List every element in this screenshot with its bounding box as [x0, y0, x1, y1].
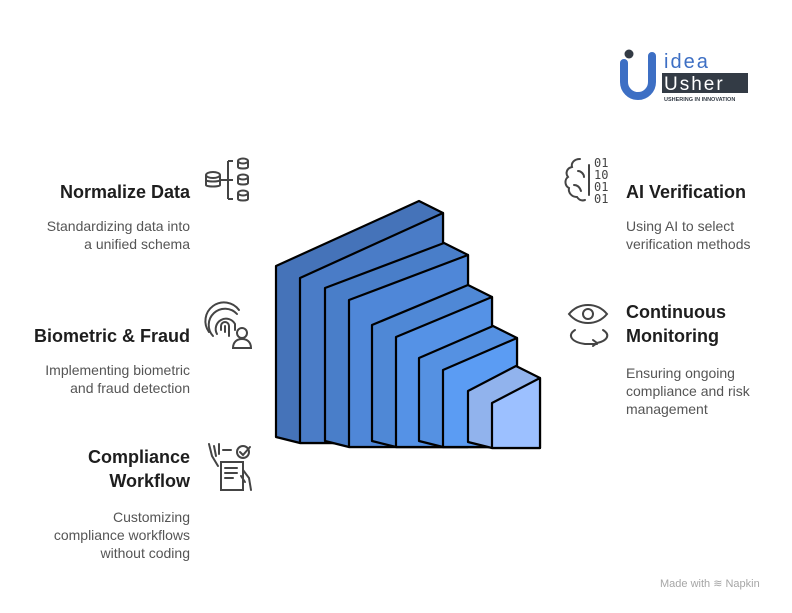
continuous-monitoring-desc: Ensuring ongoing compliance and risk man… — [626, 364, 750, 418]
made-with-napkin-footer: Made with ≋ Napkin — [660, 577, 760, 590]
desc-line: compliance workflows — [53, 527, 190, 543]
desc-line: compliance and risk — [626, 383, 750, 399]
desc-line: Implementing biometric — [45, 362, 190, 378]
svg-text:01: 01 — [594, 192, 608, 206]
layer-block-5 — [466, 364, 542, 450]
svg-text:01: 01 — [594, 180, 608, 194]
ai-verification-desc: Using AI to select verification methods — [626, 217, 751, 253]
desc-line: management — [626, 401, 708, 417]
svg-text:01: 01 — [594, 156, 608, 170]
normalize-data-desc: Standardizing data into a unified schema — [47, 217, 190, 253]
footer-text: Made with — [660, 578, 711, 590]
desc-line: verification methods — [626, 236, 751, 252]
desc-line: Using AI to select — [626, 218, 735, 234]
continuous-monitoring-title: Continuous Monitoring — [626, 300, 726, 348]
biometric-fraud-desc: Implementing biometric and fraud detecti… — [45, 361, 190, 397]
title-line: Compliance — [87, 447, 190, 467]
desc-line: Ensuring ongoing — [626, 365, 735, 381]
desc-line: without coding — [100, 545, 190, 561]
desc-line: Customizing — [112, 509, 190, 525]
svg-text:USHERING IN INNOVATION: USHERING IN INNOVATION — [664, 97, 735, 103]
fingerprint-user-icon — [203, 300, 255, 350]
eye-cycle-icon — [563, 300, 613, 350]
compliance-workflow-desc: Customizing compliance workflows without… — [54, 508, 190, 562]
desc-line: and fraud detection — [70, 380, 190, 396]
title-line: Workflow — [109, 471, 190, 491]
svg-text:10: 10 — [594, 168, 608, 182]
title-line: Monitoring — [626, 326, 719, 346]
svg-text:idea: idea — [664, 51, 710, 73]
layer-front-slab — [490, 376, 542, 450]
brain-binary-icon: 01 10 01 01 — [562, 155, 614, 207]
napkin-icon: ≋ — [713, 578, 723, 590]
compliance-workflow-title: Compliance Workflow — [88, 445, 190, 493]
ai-verification-title: AI Verification — [626, 182, 747, 202]
desc-line: Standardizing data into — [46, 218, 190, 234]
idea-usher-logo: idea Usher USHERING IN INNOVATION — [618, 46, 758, 106]
biometric-fraud-title: Biometric & Fraud — [33, 326, 190, 346]
title-line: Continuous — [626, 302, 726, 322]
document-check-hands-icon — [203, 440, 255, 492]
normalize-data-title: Normalize Data — [59, 182, 190, 202]
footer-brand: Napkin — [725, 578, 760, 590]
database-branch-icon — [203, 156, 255, 204]
svg-text:Usher: Usher — [664, 74, 725, 95]
desc-line: a unified schema — [84, 236, 190, 252]
